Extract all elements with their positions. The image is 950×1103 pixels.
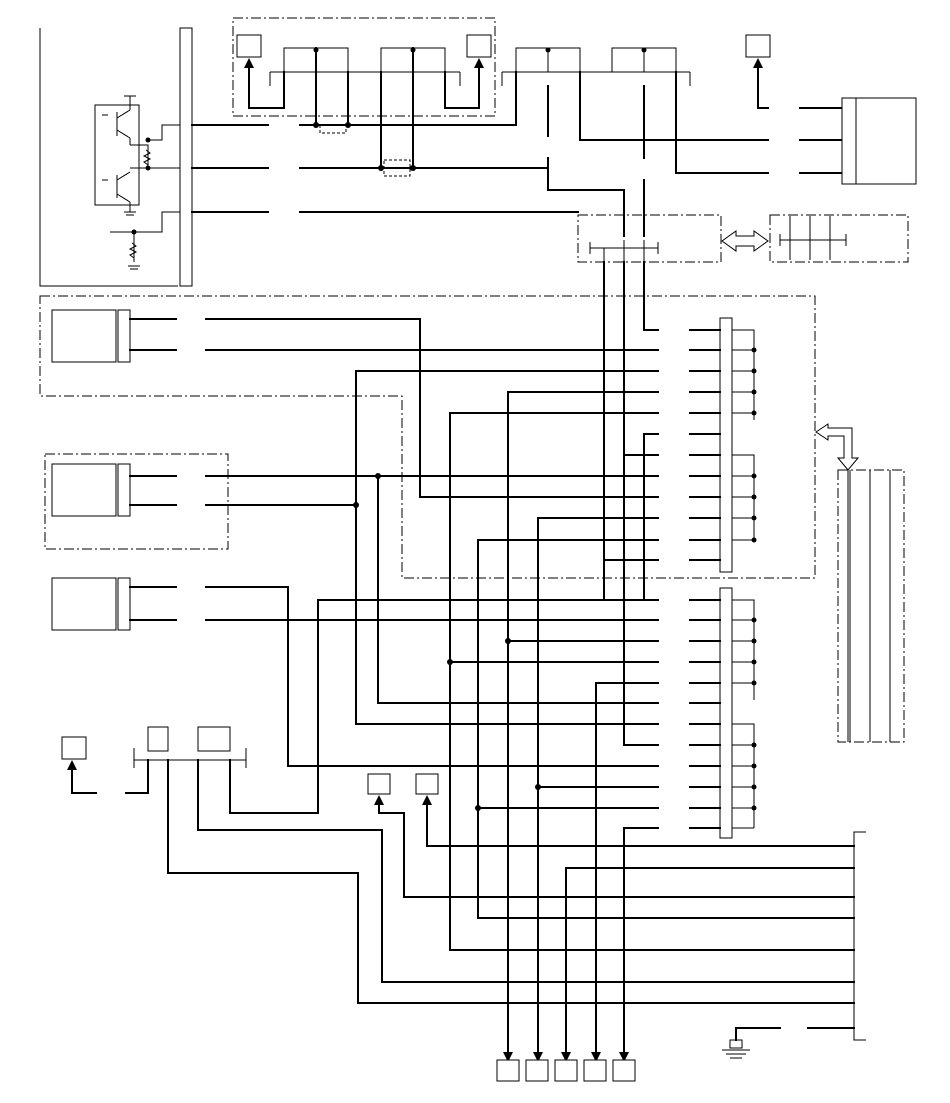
terminal-box-a1 — [236, 34, 262, 58]
terminal-box-c3 — [415, 773, 439, 795]
connector-bottom-left — [61, 726, 809, 1004]
control-module-left — [39, 27, 193, 287]
output-terminal-2 — [525, 1059, 549, 1082]
terminal-pin-stubs — [689, 329, 721, 829]
connector-group-b — [501, 34, 917, 237]
terminal-box-a2 — [466, 34, 492, 58]
connector-bottom-right — [722, 831, 866, 1059]
terminal-block-lower — [719, 587, 757, 839]
device-box-top-right — [855, 97, 917, 185]
output-terminal-5 — [612, 1059, 636, 1082]
output-terminal-3 — [554, 1059, 578, 1082]
device-box-1 — [51, 309, 117, 363]
bus-connector — [577, 214, 909, 456]
terminal-box-c1 — [61, 736, 87, 760]
device-box-3 — [51, 577, 117, 631]
terminal-block-upper — [719, 317, 757, 573]
dashed-region-main — [39, 295, 816, 579]
bus-bar-right — [815, 423, 905, 743]
output-terminal-1 — [496, 1059, 520, 1082]
terminal-box-b1 — [745, 34, 771, 58]
device-box-2 — [51, 463, 117, 517]
signal-wires — [129, 299, 809, 1059]
output-terminal-4 — [583, 1059, 607, 1082]
terminal-box-c2 — [367, 773, 391, 795]
module-output-wires — [191, 124, 579, 213]
connector-group-a — [232, 17, 496, 177]
device-boxes-left — [51, 309, 131, 631]
output-terminals — [496, 1052, 636, 1082]
